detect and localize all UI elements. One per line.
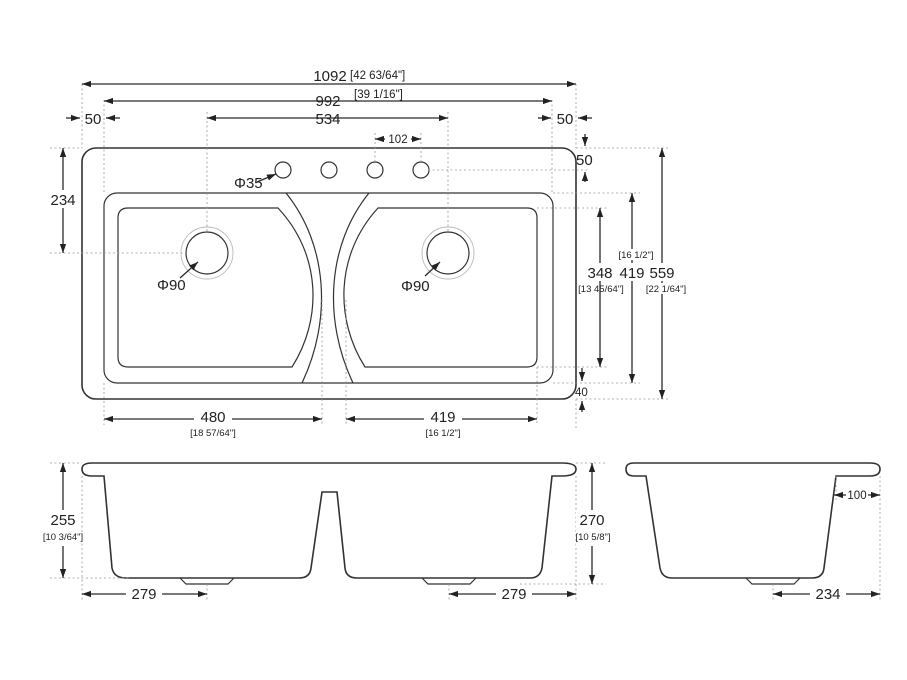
dim-depth-right: 270: [579, 512, 604, 529]
dim-left-bowl: 480: [200, 409, 225, 426]
dim-drain-offset-left: 279: [131, 586, 156, 603]
dim-top-edge: 50: [576, 152, 593, 169]
dim-inner-width: 419: [619, 265, 644, 282]
right-bowl: [343, 207, 538, 368]
dim-edge-right: 50: [557, 111, 574, 128]
dim-depth-left: 255: [50, 512, 75, 529]
right-drain-halo: [421, 226, 475, 280]
dim-overall-width: 559: [649, 265, 674, 282]
front-view: 255 [10 3/64"] 270 [10 5/8"] 279 279: [43, 462, 611, 603]
right-drain-stub: [421, 577, 477, 585]
left-bowl: [117, 207, 314, 368]
left-divider-curve: [285, 192, 323, 384]
right-drain: [426, 231, 470, 275]
right-divider-curve: [332, 192, 370, 384]
side-drain-stub: [745, 577, 801, 585]
top-view: 1092 [42 63/64"] 992 [39 1/16"] 50 534 5…: [45, 68, 688, 439]
label-left-drain: Φ90: [157, 277, 186, 294]
dim-overall-width-in: [22 1/64"]: [646, 284, 686, 295]
deck-outline: [81, 147, 577, 400]
tap-hole-2: [320, 161, 338, 179]
dim-inner-length: 992: [315, 93, 340, 110]
dim-bottom-edge: 40: [575, 387, 588, 399]
side-view: 100 234: [625, 462, 881, 603]
dim-depth-right-in: [10 5/8"]: [575, 532, 610, 543]
dim-inner-length-in: [39 1/16"]: [354, 89, 403, 101]
dim-drain-offset-right: 279: [501, 586, 526, 603]
dim-right-bowl-in: [16 1/2"]: [425, 428, 460, 439]
dim-depth-left-in: [10 3/64"]: [43, 532, 83, 543]
dim-side-rim: 100: [847, 490, 866, 502]
dim-right-bowl: 419: [430, 409, 455, 426]
tap-hole-1: [274, 161, 292, 179]
left-drain-stub: [179, 577, 235, 585]
dim-center-span: 534: [315, 111, 340, 128]
inner-rim: [103, 192, 554, 384]
dim-drain-y: 234: [50, 192, 75, 209]
dim-edge-left: 50: [85, 111, 102, 128]
dim-side-drain: 234: [815, 586, 840, 603]
dim-left-bowl-in: [18 57/64"]: [190, 428, 236, 439]
dim-bowl-height-in: [13 45/64"]: [578, 284, 624, 295]
side-profile: [625, 462, 881, 579]
dim-hole-pitch: 102: [388, 134, 407, 146]
dim-overall-length-in: [42 63/64"]: [350, 70, 405, 82]
label-right-drain: Φ90: [401, 278, 430, 295]
dim-overall-length: 1092: [313, 68, 346, 85]
front-profile: [81, 462, 577, 579]
label-tap-hole: Φ35: [234, 175, 263, 192]
dim-inner-width-in: [16 1/2"]: [618, 250, 653, 261]
dim-bowl-height: 348: [587, 265, 612, 282]
